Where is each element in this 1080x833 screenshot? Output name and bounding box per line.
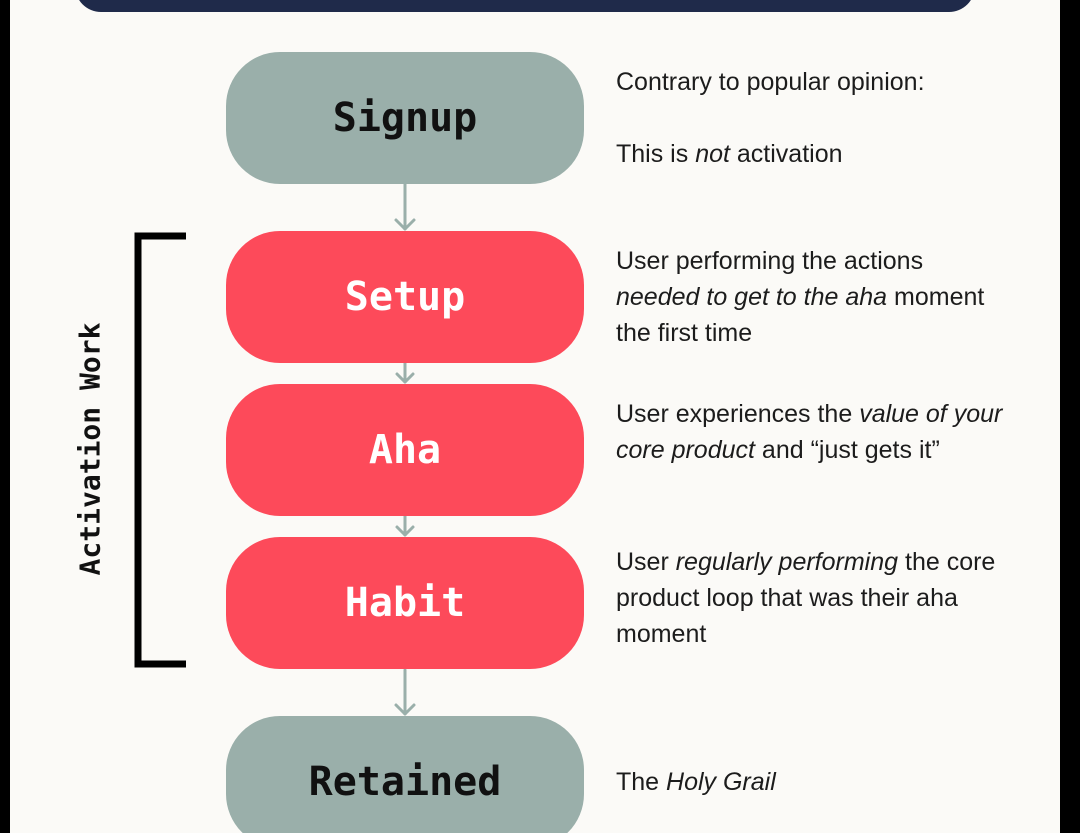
- setup-desc-text-end: moment the first time: [616, 283, 985, 347]
- signup-desc-text: This is: [616, 140, 696, 168]
- bracket-label-text: Activation Work: [73, 322, 107, 576]
- arrow-aha-habit: [395, 514, 415, 537]
- arrow-setup-aha: [395, 361, 415, 384]
- setup-description: User performing the actions needed to ge…: [616, 243, 986, 351]
- stage-habit-label: Habit: [344, 580, 466, 626]
- stage-setup: Setup: [226, 231, 584, 363]
- aha-desc-text: User experiences the: [616, 400, 860, 428]
- setup-desc-emphasis: needed to get to the aha: [616, 283, 888, 311]
- aha-desc-emphasis: value of your core product: [616, 400, 1003, 464]
- signup-desc-line2: This is not activation: [616, 136, 1036, 172]
- stage-aha: Aha: [226, 384, 584, 516]
- stage-retained: Retained: [226, 716, 584, 833]
- habit-desc-emphasis: regularly performing: [675, 548, 899, 576]
- stage-setup-label: Setup: [344, 274, 466, 320]
- arrow-habit-retained: [394, 668, 416, 716]
- habit-desc-text: User: [616, 548, 676, 576]
- header-bar: [75, 0, 975, 12]
- retained-desc-text: The: [616, 768, 667, 796]
- signup-description: Contrary to popular opinion: This is not…: [616, 64, 1036, 172]
- stage-signup-label: Signup: [332, 95, 478, 141]
- stage-retained-label: Retained: [308, 759, 502, 805]
- habit-desc-text-end: the core product loop that was their aha…: [616, 548, 996, 648]
- activation-bracket: [134, 232, 186, 668]
- diagram-panel: Activation Work Signup Setup Aha Habit R…: [10, 0, 1060, 833]
- retained-desc-emphasis: Holy Grail: [666, 768, 776, 796]
- stage-signup: Signup: [226, 52, 584, 184]
- stage-aha-label: Aha: [368, 427, 442, 473]
- connectors: [134, 182, 416, 716]
- signup-desc-text-end: activation: [729, 140, 843, 168]
- habit-description: User regularly performing the core produ…: [616, 544, 1016, 652]
- retained-description: The Holy Grail: [616, 764, 1036, 800]
- stage-habit: Habit: [226, 537, 584, 669]
- setup-desc-text: User performing the actions: [616, 247, 924, 275]
- aha-description: User experiences the value of your core …: [616, 396, 1011, 468]
- arrow-signup-setup: [394, 182, 416, 231]
- signup-desc-emphasis: not: [695, 140, 730, 168]
- signup-desc-line1: Contrary to popular opinion:: [616, 68, 925, 96]
- aha-desc-text-end: and “just gets it”: [754, 436, 940, 464]
